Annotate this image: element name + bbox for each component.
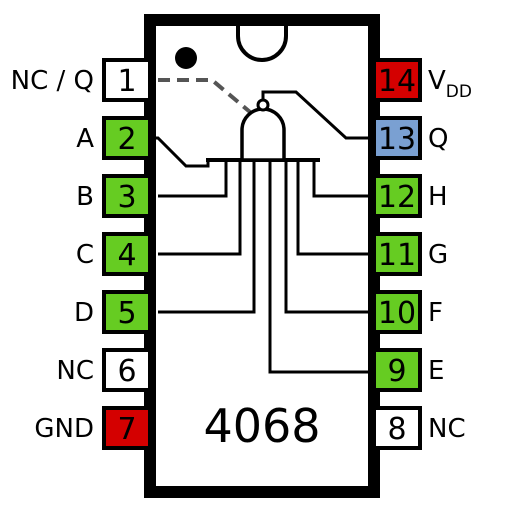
pin-number: 11 bbox=[378, 238, 416, 273]
pin-label: B bbox=[76, 182, 94, 212]
pin-box bbox=[102, 58, 152, 102]
pin-label: GND bbox=[34, 414, 94, 444]
nand-gate-icon bbox=[240, 107, 286, 162]
pin-4: 4C bbox=[76, 232, 152, 276]
pin-13: 13 Q bbox=[372, 116, 448, 160]
pin-label: A bbox=[76, 124, 94, 154]
pin-box bbox=[372, 406, 422, 450]
pin-box bbox=[372, 174, 422, 218]
chip-notch bbox=[236, 26, 288, 62]
pin-box bbox=[372, 232, 422, 276]
pin-number: 13 bbox=[378, 122, 416, 157]
pin-8: 8 NC bbox=[372, 406, 466, 450]
pin-box bbox=[102, 232, 152, 276]
pin-number: 10 bbox=[378, 296, 416, 331]
pin-number: 1 bbox=[117, 64, 136, 99]
wire-c bbox=[158, 160, 242, 256]
pin-number: 14 bbox=[378, 64, 416, 99]
pin-label: D bbox=[74, 298, 94, 328]
pin-14: 14 VDD bbox=[372, 58, 472, 102]
pin-number: 8 bbox=[387, 412, 406, 447]
chip-title: 4068 bbox=[203, 399, 320, 453]
pin-2: 2A bbox=[76, 116, 152, 160]
pin-box bbox=[372, 348, 422, 392]
pin-number: 5 bbox=[117, 296, 136, 331]
wire-a bbox=[150, 136, 210, 168]
pin-11: 11 G bbox=[372, 232, 448, 276]
pin-box bbox=[102, 174, 152, 218]
pin-12: 12 H bbox=[372, 174, 448, 218]
pin-box bbox=[372, 290, 422, 334]
pin-number: 3 bbox=[117, 180, 136, 215]
pin-label: VDD bbox=[428, 66, 472, 102]
wire-d bbox=[158, 160, 256, 314]
pin-label: Q bbox=[428, 124, 448, 154]
pin-1: 1 NC / Q bbox=[11, 58, 152, 102]
pin-box bbox=[102, 116, 152, 160]
pin-box bbox=[102, 290, 152, 334]
pin1-dashed-link bbox=[158, 78, 252, 114]
wire-q bbox=[261, 90, 374, 140]
pin1-marker-dot bbox=[175, 47, 197, 69]
wire-g bbox=[296, 160, 374, 256]
pin-number: 4 bbox=[117, 238, 136, 273]
pin-label: NC bbox=[56, 356, 94, 386]
pin-7: 7 GND bbox=[34, 406, 152, 450]
wire-b bbox=[158, 160, 228, 198]
pin-box bbox=[102, 348, 152, 392]
pin-label: H bbox=[428, 182, 448, 212]
pin-number: 2 bbox=[117, 122, 136, 157]
pin-10: 10 F bbox=[372, 290, 443, 334]
pin-5: 5D bbox=[74, 290, 152, 334]
pin-3: 3B bbox=[76, 174, 152, 218]
wire-h bbox=[312, 160, 374, 198]
pin-label: C bbox=[76, 240, 94, 270]
pin-label: NC bbox=[428, 414, 466, 444]
nand-bubble-icon bbox=[256, 98, 270, 112]
pin-number: 7 bbox=[117, 412, 136, 447]
wire-e bbox=[268, 160, 374, 374]
pin-number: 6 bbox=[117, 354, 136, 389]
wire-f bbox=[284, 160, 374, 314]
pin-number: 9 bbox=[387, 354, 406, 389]
pin-label: NC / Q bbox=[11, 66, 94, 96]
pin-box bbox=[372, 58, 422, 102]
pin-label: E bbox=[428, 356, 444, 386]
pin-box bbox=[372, 116, 422, 160]
pin-number: 12 bbox=[378, 180, 416, 215]
pin-label: F bbox=[428, 298, 443, 328]
pin-box bbox=[102, 406, 152, 450]
pin-6: 6 NC bbox=[56, 348, 152, 392]
pin-label: G bbox=[428, 240, 448, 270]
